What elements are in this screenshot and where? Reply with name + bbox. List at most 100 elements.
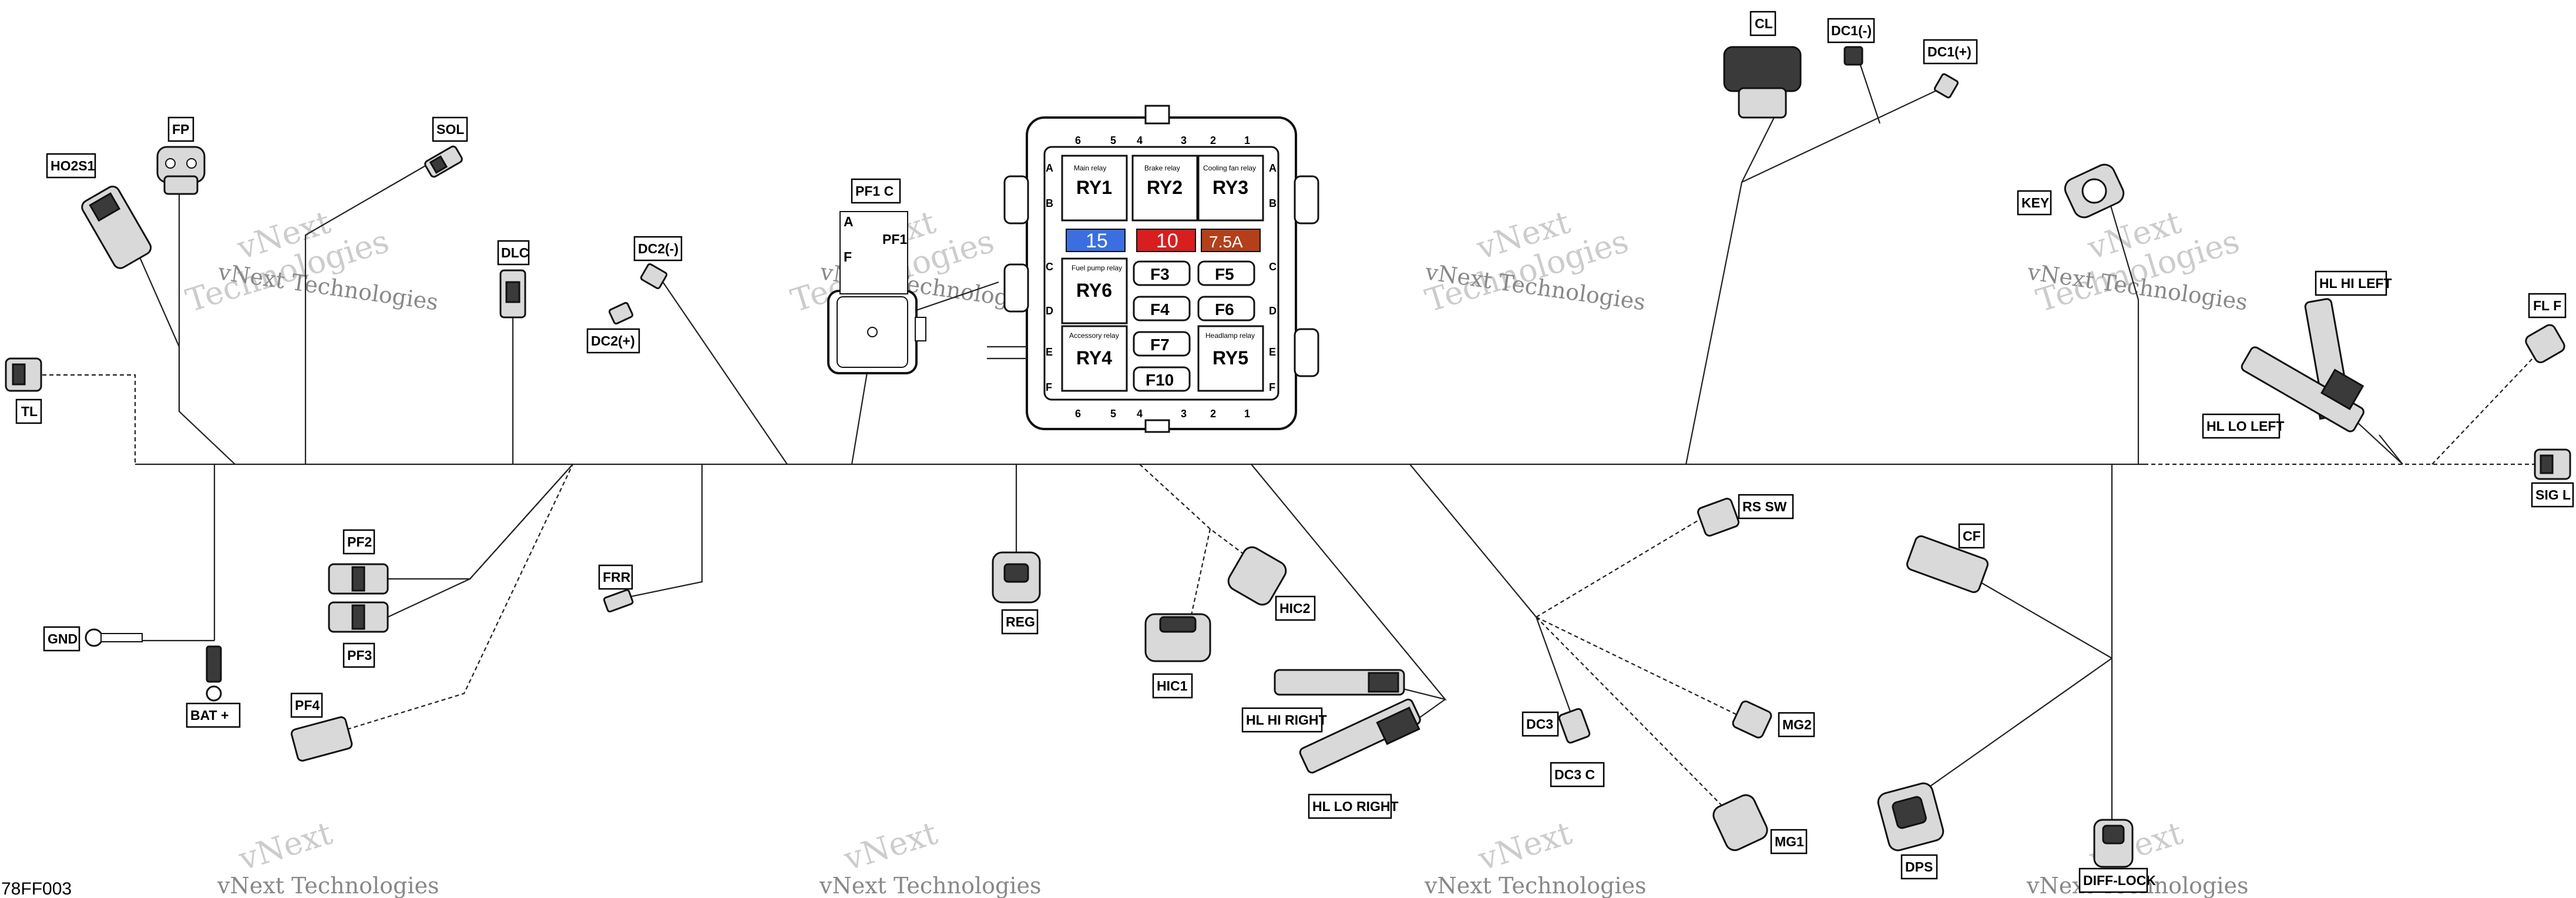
svg-text:CL: CL — [1755, 16, 1773, 31]
watermark-text: vNext Technologies — [1424, 873, 1646, 898]
connector-hic2 — [1227, 546, 1287, 606]
fuse-box-tab — [1294, 328, 1319, 377]
wire-dps — [1903, 658, 2112, 806]
relay-ry5: Headlamp relay RY5 — [1197, 325, 1264, 392]
connector-layer — [5, 46, 2571, 868]
label-dc1-neg: DC1(-) — [1827, 18, 1875, 43]
label-pf1: PF1 — [882, 232, 907, 247]
connector-fl-f — [2525, 324, 2565, 363]
label-reg: REG — [1001, 609, 1039, 635]
fuse-box-row: B — [1046, 197, 1053, 209]
label-tl: TL — [15, 398, 42, 424]
relay-caption: Headlamp relay — [1205, 331, 1255, 340]
svg-text:PF4: PF4 — [295, 698, 320, 713]
wire-mg2 — [1536, 616, 1748, 721]
connector-cl — [1723, 46, 1802, 119]
label-fl-f: FL F — [2528, 293, 2567, 319]
connector-sol — [424, 145, 463, 178]
svg-text:DLC: DLC — [501, 245, 529, 260]
svg-text:SIG L: SIG L — [2535, 487, 2571, 502]
connector-hl-lo-left — [2241, 346, 2365, 433]
label-sol: SOL — [432, 116, 468, 142]
label-pf3: PF3 — [342, 642, 375, 668]
wire-cl — [1685, 105, 1781, 465]
connector-mg2 — [1732, 700, 1772, 739]
label-dc3-c: DC3 C — [1550, 762, 1605, 788]
connector-pf1 — [827, 211, 926, 374]
svg-text:DC1(-): DC1(-) — [1831, 23, 1872, 38]
wire-key — [2108, 199, 2140, 464]
wire-dc3-trunk — [1409, 464, 1537, 618]
watermark-text: vNext Technologies — [819, 873, 1041, 898]
svg-text:HO2S1: HO2S1 — [51, 158, 95, 173]
relay-caption: Accessory relay — [1069, 331, 1119, 340]
wire-pf3 — [387, 578, 471, 618]
fuse-box-pin: 3 — [1181, 135, 1187, 146]
svg-text:HL HI RIGHT: HL HI RIGHT — [1246, 712, 1327, 728]
wire-cf — [1979, 581, 2112, 659]
label-pf2: PF2 — [342, 529, 375, 555]
svg-text:HIC2: HIC2 — [1279, 601, 1310, 616]
connector-key — [2064, 163, 2125, 219]
label-hic2: HIC2 — [1275, 595, 1316, 621]
wire-pf4 — [320, 464, 573, 739]
connector-pf4 — [290, 716, 353, 762]
fuse-f6: F6 — [1197, 296, 1255, 321]
relay-caption: Fuel pump relay — [1072, 264, 1122, 272]
svg-text:DC2(+): DC2(+) — [591, 333, 635, 349]
svg-text:FRR: FRR — [603, 569, 631, 585]
fuse-box-tab — [1003, 263, 1029, 313]
label-hic1: HIC1 — [1152, 673, 1193, 699]
label-rs-sw: RS SW — [1738, 494, 1794, 520]
svg-text:CF: CF — [1963, 528, 1981, 544]
fuse-label: F5 — [1215, 265, 1234, 283]
label-hl-lo-right: HL LO RIGHT — [1308, 793, 1399, 819]
fuse-big: 7.5A — [1201, 229, 1261, 252]
relay-label: RY5 — [1213, 347, 1248, 368]
fuse-box-row: A — [1046, 162, 1053, 174]
wire-dc1 — [1741, 88, 1942, 183]
fuse-box-row: B — [1269, 197, 1277, 209]
connector-bat-plus — [206, 645, 222, 702]
label-dc3: DC3 — [1522, 711, 1559, 737]
relay-caption: Main relay — [1074, 164, 1106, 172]
relay-ry1: Main relay RY1 — [1061, 155, 1128, 222]
relay-label: RY2 — [1147, 177, 1183, 198]
label-diff-lock: DIFF-LOCK — [2078, 867, 2156, 893]
label-ho2s1: HO2S1 — [46, 153, 96, 179]
fuse-label: F10 — [1146, 371, 1174, 389]
watermark-text: vNext — [1474, 815, 1576, 878]
relay-label: RY1 — [1076, 177, 1112, 198]
fuse-box-tab — [1294, 175, 1319, 224]
fuse-box-tab — [1144, 105, 1170, 125]
watermark-text: vNext Technologies — [217, 873, 439, 898]
relay-label: RY6 — [1076, 280, 1112, 301]
relay-ry2: Brake relay RY2 — [1131, 155, 1198, 222]
svg-text:PF3: PF3 — [347, 648, 372, 663]
connector-frr — [603, 589, 634, 613]
label-dlc: DLC — [497, 240, 530, 266]
label-pf1-c: PF1 C — [851, 178, 901, 204]
wire-rs-sw — [1536, 517, 1704, 618]
svg-text:HL HI LEFT: HL HI LEFT — [2319, 276, 2392, 291]
relay-ry3: Cooling fan relay RY3 — [1197, 155, 1264, 222]
label-dc2-neg: DC2(-) — [633, 236, 683, 262]
fuse-label: F4 — [1150, 300, 1170, 319]
fuse-box-pin: 5 — [1110, 135, 1116, 146]
svg-text:DC1(+): DC1(+) — [1927, 44, 1972, 59]
label-mg1: MG1 — [1770, 829, 1808, 855]
fuse-box-row: E — [1046, 346, 1053, 358]
fuse-box-row: D — [1046, 305, 1053, 317]
fuse-box-row: F — [1269, 381, 1275, 393]
connector-hic1 — [1144, 613, 1211, 662]
connector-dc3 — [1558, 708, 1591, 744]
wire-mg1 — [1536, 616, 1737, 820]
svg-text:HL LO LEFT: HL LO LEFT — [2206, 418, 2284, 434]
connector-dps — [1877, 782, 1944, 852]
label-frr: FRR — [598, 564, 633, 590]
svg-text:KEY: KEY — [2021, 195, 2049, 210]
label-key: KEY — [2017, 190, 2052, 216]
relay-ry4: Accessory relay RY4 — [1061, 325, 1128, 392]
fuse-f10: F10 — [1133, 366, 1191, 392]
label-pf1-f: F — [844, 249, 852, 264]
